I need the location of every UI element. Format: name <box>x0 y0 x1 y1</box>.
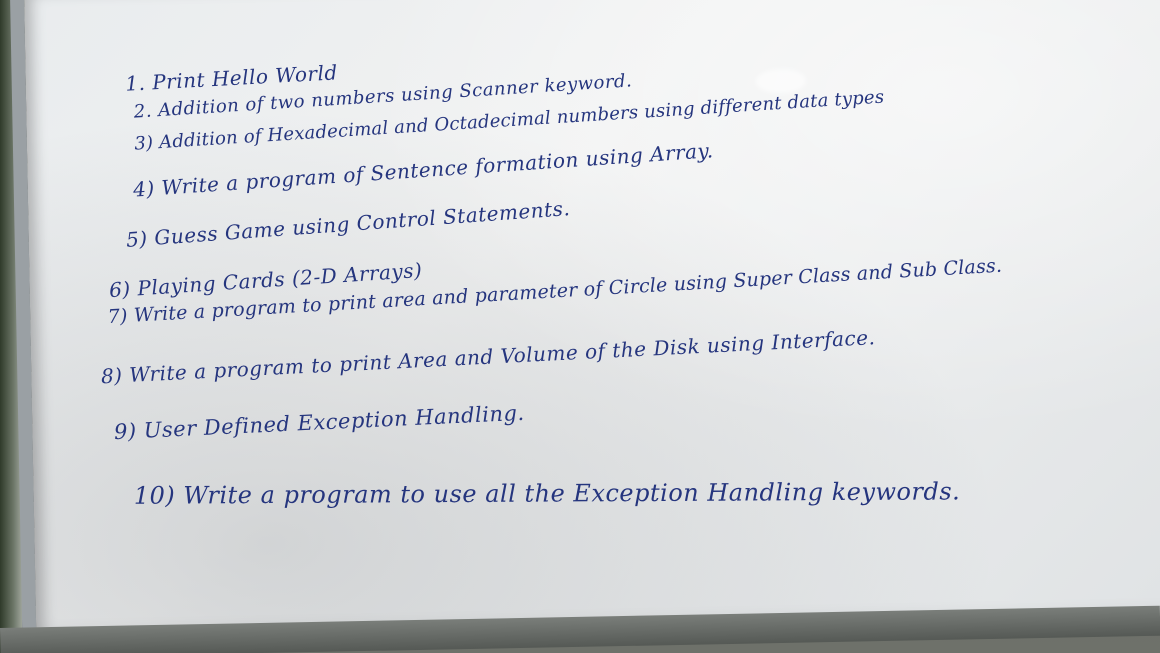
whiteboard: 1. Print Hello World 2. Addition of two … <box>10 0 1160 646</box>
whiteboard-line-10: 10) Write a program to use all the Excep… <box>133 477 961 510</box>
glare-spot <box>755 68 807 94</box>
whiteboard-line-5: 5) Guess Game using Control Statements. <box>125 196 571 252</box>
whiteboard-line-9: 9) User Defined Exception Handling. <box>113 400 526 445</box>
whiteboard-line-8: 8) Write a program to print Area and Vol… <box>100 325 876 389</box>
